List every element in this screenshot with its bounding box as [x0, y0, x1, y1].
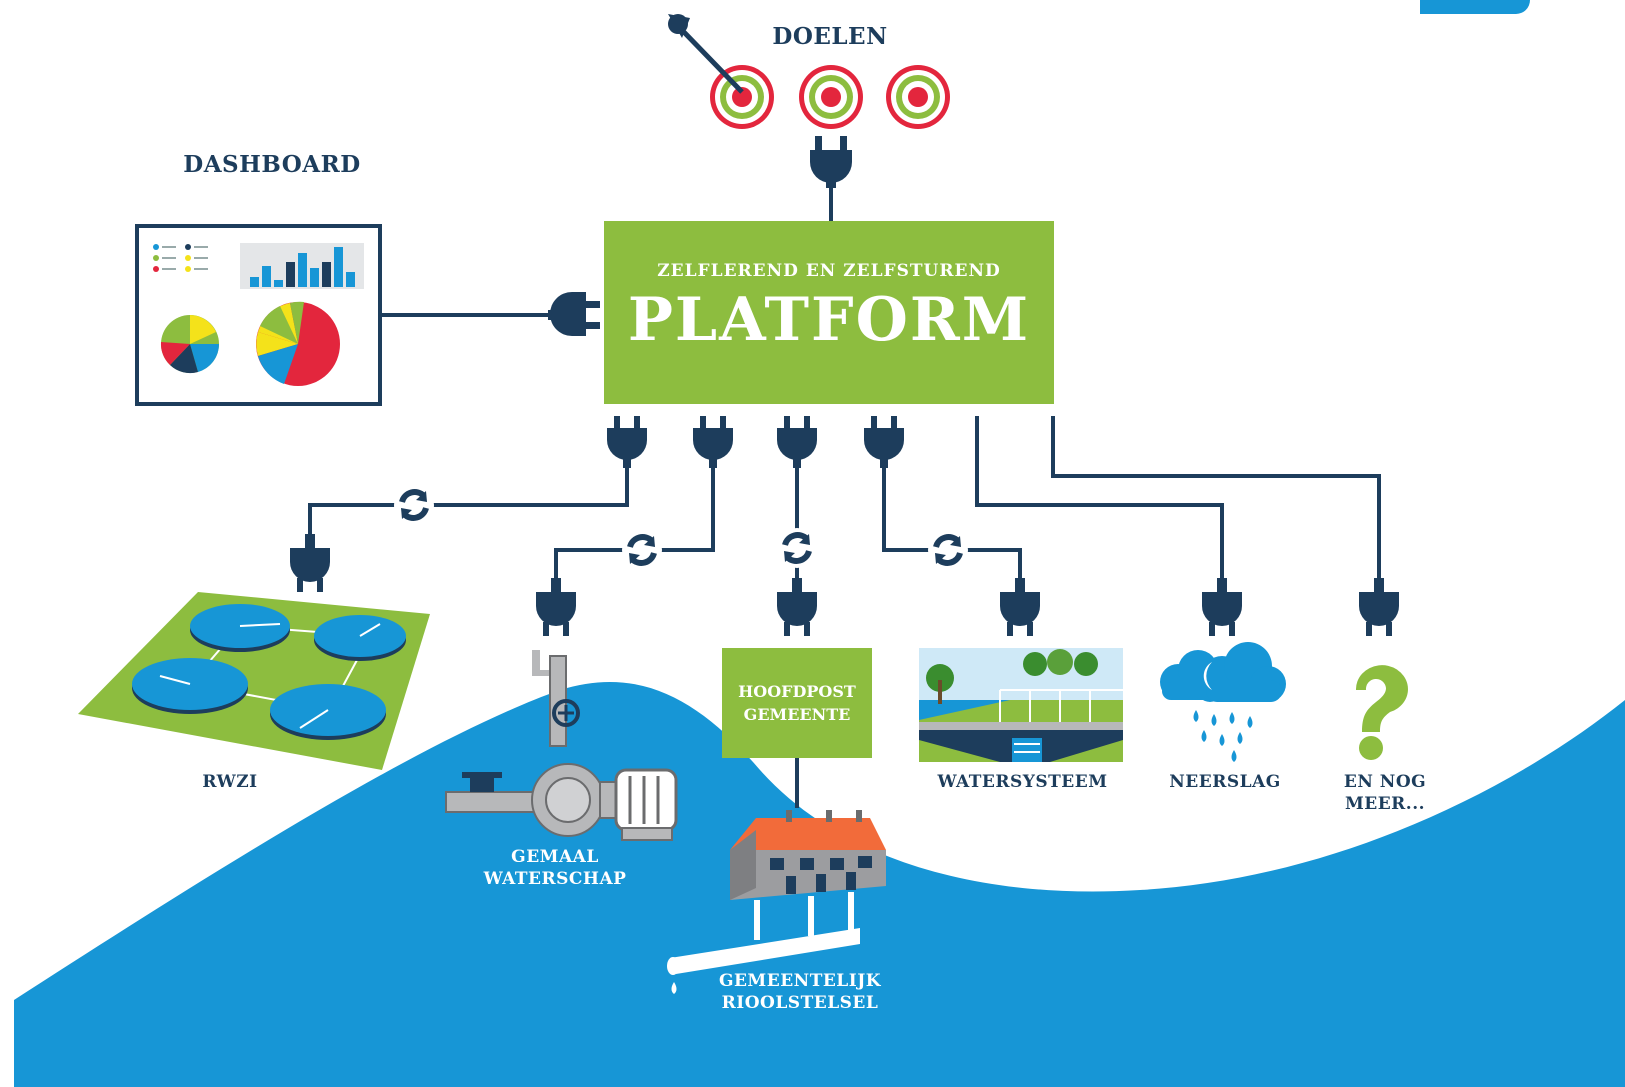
gemaal-line-1: GEMAAL [511, 847, 599, 867]
sync-icon [622, 530, 662, 570]
platform-title: PLATFORM [627, 285, 1031, 355]
riool-line-1: GEMEENTELIJK [718, 971, 882, 991]
sewer-pipe-icon [667, 892, 860, 994]
sync-icon [928, 530, 968, 570]
riool-line-2: RIOOLSTELSEL [721, 993, 879, 1014]
sync-icon [777, 528, 817, 568]
hoofdpost-line-1: HOOFDPOST [738, 682, 856, 701]
plug-icon [1359, 578, 1399, 636]
rain-cloud-icon [1160, 642, 1286, 762]
dart-icon [668, 14, 744, 94]
gemaal-label: GEMAAL WATERSCHAP [470, 846, 640, 890]
hoofdpost-box: HOOFDPOST GEMEENTE [722, 648, 872, 758]
neerslag-label: NEERSLAG [1169, 772, 1281, 792]
dashboard-screen [135, 224, 382, 406]
target-icon [799, 65, 863, 129]
pie-chart-icon [160, 315, 220, 374]
corner-tab [1420, 0, 1530, 14]
goals-title: DOELEN [772, 23, 888, 50]
plug-icon [693, 416, 733, 468]
plug-icon [607, 416, 647, 468]
plug-icon [1000, 578, 1040, 636]
rwzi-label: RWZI [202, 772, 258, 792]
legend-icon [153, 244, 208, 272]
plug-icon [777, 578, 817, 636]
more-label: EN NOG MEER... [1343, 772, 1427, 815]
pie-chart-icon [256, 301, 340, 386]
hoofdpost-label: HOOFDPOST GEMEENTE [722, 680, 872, 726]
plug-icon [290, 534, 330, 592]
plug-icon [810, 136, 852, 188]
question-mark-icon [1355, 665, 1408, 760]
gemaal-line-2: WATERSCHAP [483, 869, 627, 890]
house-icon [730, 810, 886, 900]
sync-icon [394, 485, 434, 525]
plug-icon [777, 416, 817, 468]
riool-label: GEMEENTELIJK RIOOLSTELSEL [700, 970, 900, 1014]
plug-icon [536, 578, 576, 636]
clarifier-icon [78, 592, 430, 770]
target-icon [710, 65, 774, 129]
plug-icon [864, 416, 904, 468]
plug-icon [548, 292, 600, 336]
platform-box: ZELFLEREND EN ZELFSTUREND PLATFORM [604, 221, 1054, 404]
connection-lines [308, 416, 1381, 592]
hoofdpost-line-2: GEMEENTE [743, 705, 851, 725]
target-icon [886, 65, 950, 129]
plug-icon [1202, 578, 1242, 636]
dashboard-title: DASHBOARD [183, 151, 361, 178]
pump-icon [445, 650, 678, 841]
watersysteem-label: WATERSYSTEEM [937, 772, 1108, 792]
bar-chart-icon [240, 243, 364, 289]
bridge-icon [919, 648, 1123, 762]
platform-subtitle: ZELFLEREND EN ZELFSTUREND [657, 261, 1001, 281]
